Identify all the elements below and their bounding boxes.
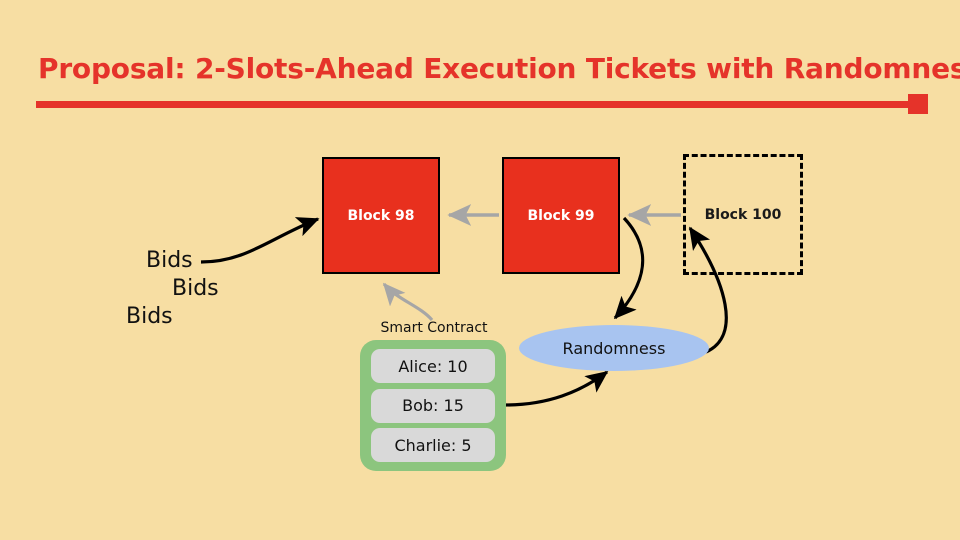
smart-contract-entry-alice[interactable]: Alice: 10 [371, 349, 495, 383]
arrow-bids-to-block-98 [200, 217, 320, 264]
smart-contract-entry-charlie[interactable]: Charlie: 5 [371, 428, 495, 462]
randomness-node[interactable]: Randomness [519, 325, 709, 371]
title-underline-rule [36, 101, 912, 108]
smart-contract-entry-alice-label: Alice: 10 [398, 356, 468, 376]
bids-label-3: Bids [126, 304, 173, 329]
block-100-placeholder[interactable]: Block 100 [683, 154, 803, 275]
bids-label-2: Bids [172, 276, 219, 301]
arrow-smart-contract-to-randomness [504, 370, 609, 407]
smart-contract-entry-charlie-label: Charlie: 5 [394, 435, 472, 455]
randomness-label: Randomness [562, 338, 666, 358]
block-100-label: Block 100 [704, 206, 782, 223]
smart-contract-entry-bob[interactable]: Bob: 15 [371, 388, 495, 423]
block-98-label: Block 98 [347, 207, 415, 224]
bids-label-1: Bids [146, 248, 193, 273]
block-99-label: Block 99 [527, 207, 595, 224]
title-rule-end-cap [908, 94, 928, 114]
arrow-smart-contract-to-block-98 [382, 282, 434, 322]
smart-contract-box[interactable]: Alice: 10 Bob: 15 Charlie: 5 [360, 340, 506, 471]
smart-contract-entry-bob-label: Bob: 15 [402, 396, 464, 415]
block-98[interactable]: Block 98 [322, 157, 440, 274]
page-title: Proposal: 2-Slots-Ahead Execution Ticket… [38, 52, 960, 85]
block-99[interactable]: Block 99 [502, 157, 620, 274]
smart-contract-title: Smart Contract [380, 320, 488, 336]
